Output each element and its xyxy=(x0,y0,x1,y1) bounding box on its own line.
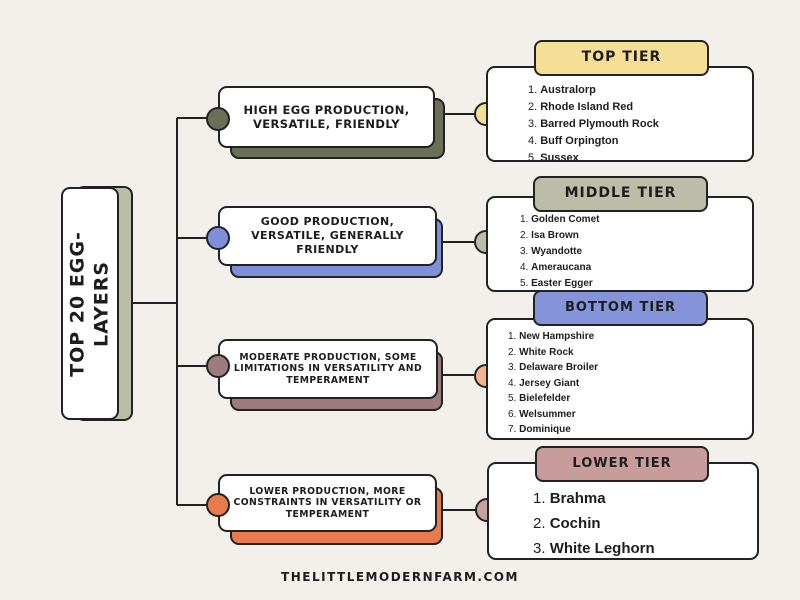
middle-tier-tag: MIDDLE TIER xyxy=(533,176,708,212)
list-item: 1. Golden Comet xyxy=(520,214,600,225)
bottom-tier-list: 1. New Hampshire 2. White Rock 3. Delawa… xyxy=(508,329,598,438)
branch-2-dot xyxy=(206,226,230,250)
list-item: 2. White Rock xyxy=(508,346,574,358)
branch-1-description: High egg production, versatile, friendly xyxy=(243,102,410,131)
list-item: 2. Cochin xyxy=(533,515,601,532)
branch-4-dot xyxy=(206,493,230,517)
list-item: 6. Welsummer xyxy=(508,408,576,420)
list-item: 1. New Hampshire xyxy=(508,331,595,342)
list-item: 5. Sussex xyxy=(528,152,579,164)
list-item: 3. Barred Plymouth Rock xyxy=(528,118,659,130)
bottom-tier-card: 1. New Hampshire 2. White Rock 3. Delawa… xyxy=(486,318,754,440)
list-item: 1. Brahma xyxy=(533,490,606,507)
top-tier-list: 1. Australorp 2. Rhode Island Red 3. Bar… xyxy=(528,82,659,167)
list-item: 2. Isa Brown xyxy=(520,230,579,241)
middle-tier-label: MIDDLE TIER xyxy=(564,185,677,202)
list-item: 5. Easter Egger xyxy=(520,278,593,289)
branch-3-dot xyxy=(206,354,230,378)
branch-2-card: Good production, versatile, generally fr… xyxy=(218,206,437,266)
list-item: 2. Rhode Island Red xyxy=(528,101,634,113)
top-tier-tag: TOP TIER xyxy=(534,40,709,76)
middle-tier-list: 1. Golden Comet 2. Isa Brown 3. Wyandott… xyxy=(520,212,599,292)
top-tier-card: 1. Australorp 2. Rhode Island Red 3. Bar… xyxy=(486,66,754,164)
list-item: 1. Australorp xyxy=(528,84,596,96)
footer-website: THELITTLEMODERNFARM.COM xyxy=(281,570,519,584)
branch-2-description: Good production, versatile, generally fr… xyxy=(251,215,404,256)
bottom-tier-label: BOTTOM TIER xyxy=(564,299,677,315)
list-item: 4. Ameraucana xyxy=(520,262,592,273)
bottom-tier-tag: BOTTOM TIER xyxy=(533,290,708,326)
list-item: 3. White Leghorn xyxy=(533,540,655,557)
branch-1-dot xyxy=(206,107,230,131)
list-item: 3. Delaware Broiler xyxy=(508,362,599,373)
title-card: Top 20 Egg-Layers xyxy=(61,187,119,420)
branch-4-card: Lower production, more constraints in ve… xyxy=(218,474,437,532)
branch-1-card: High egg production, versatile, friendly xyxy=(218,86,435,148)
lower-tier-list: 1. Brahma 2. Cochin 3. White Leghorn xyxy=(533,486,655,561)
diagram-title: Top 20 Egg-Layers xyxy=(66,230,112,377)
list-item: 4. Buff Orpington xyxy=(528,135,619,147)
list-item: 7. Dominique xyxy=(508,424,571,435)
list-item: 4. Jersey Giant xyxy=(508,377,580,389)
lower-tier-label: LOWER TIER xyxy=(572,455,672,471)
branch-3-description: Moderate production, some limitations in… xyxy=(233,351,423,386)
list-item: 3. Wyandotte xyxy=(520,246,583,257)
list-item: 5. Bielefelder xyxy=(508,393,571,404)
branch-4-description: Lower production, more constraints in ve… xyxy=(233,485,422,520)
lower-tier-tag: LOWER TIER xyxy=(535,446,709,482)
top-tier-label: TOP TIER xyxy=(581,49,662,66)
branch-3-card: Moderate production, some limitations in… xyxy=(218,339,438,399)
